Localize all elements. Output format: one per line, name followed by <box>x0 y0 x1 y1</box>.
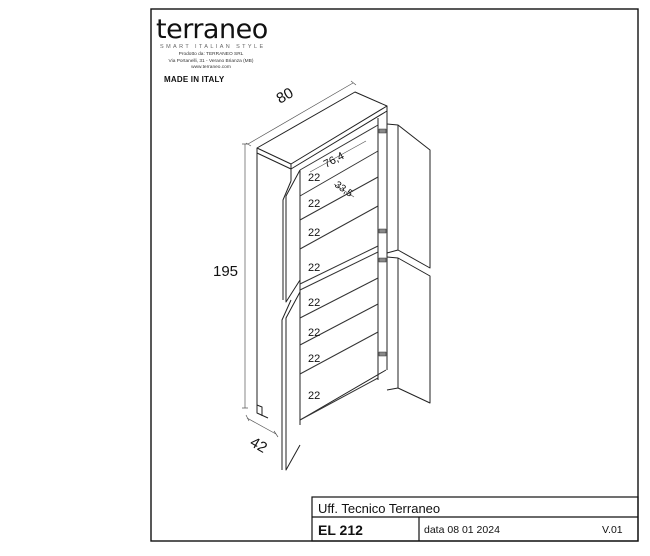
producer-address: Via Portanelli, 31 - Verano Brianza (MB) <box>168 58 254 64</box>
shelf-spacing-label: 22 <box>308 198 320 210</box>
height-label: 195 <box>213 263 238 280</box>
shelf <box>299 150 379 197</box>
shelf <box>299 124 379 171</box>
producer-line: Prodotto da: TERRANEO SRL <box>178 52 244 57</box>
brand-logo: terraneo <box>156 14 268 45</box>
cabinet-drawing <box>256 91 431 471</box>
internal-width-label: 76,4 <box>322 150 347 171</box>
brand-block: terraneo SMART ITALIAN STYLE Prodotto da… <box>156 16 268 84</box>
width-dim-line <box>247 82 354 145</box>
left-door-upper-outer <box>282 180 292 300</box>
office-label: Uff. Tecnico Terraneo <box>318 501 441 516</box>
made-in-label: MADE IN ITALY <box>164 74 225 84</box>
cabinet-top <box>256 91 388 165</box>
drawing-date: data 08 01 2024 <box>424 524 500 536</box>
bottom-edge <box>299 369 387 421</box>
depth-dim-ticks <box>245 414 279 438</box>
shelf-spacing-label: 22 <box>308 327 320 339</box>
drawing-version: V.01 <box>602 524 623 536</box>
hinge-icon <box>378 228 387 234</box>
dimension-lines <box>242 80 367 438</box>
width-dim-ticks <box>245 80 357 147</box>
left-door-lower-edge <box>285 291 301 471</box>
left-side-back-edge <box>256 148 269 419</box>
shelf-spacing-labels: 22 22 22 22 22 22 22 22 <box>308 172 320 402</box>
shelf <box>299 176 379 221</box>
shelf-spacing-label: 22 <box>308 172 320 184</box>
shelf-center-divider <box>299 251 379 291</box>
shelves <box>299 124 379 421</box>
height-dim-ticks <box>242 143 248 409</box>
depth-dim-line <box>246 417 277 435</box>
right-door-lower <box>386 256 431 404</box>
brand-tagline: SMART ITALIAN STYLE <box>160 44 266 50</box>
title-block-frame <box>311 496 639 542</box>
shelf-spacing-label: 22 <box>308 227 320 239</box>
hinges <box>378 128 387 357</box>
hinge-icon <box>378 257 387 263</box>
shelf <box>299 205 379 250</box>
internal-width-dim <box>309 140 367 173</box>
product-code: EL 212 <box>318 522 363 538</box>
shelf-spacing-label: 22 <box>308 262 320 274</box>
internal-depth-label: 33,5 <box>332 179 355 199</box>
shelf <box>299 303 379 346</box>
hinge-icon <box>378 128 387 134</box>
left-door-lower-outer <box>281 299 292 470</box>
producer-website: www.terraneo.com <box>191 65 231 70</box>
shelf <box>299 277 379 319</box>
producer-info: Prodotto da: TERRANEO SRL Via Portanelli… <box>156 52 266 72</box>
shelf-spacing-label: 22 <box>308 353 320 365</box>
shelf-spacing-label: 22 <box>308 297 320 309</box>
shelf <box>299 331 379 375</box>
depth-label: 42 <box>247 434 270 457</box>
width-label: 80 <box>274 84 297 107</box>
title-block: Uff. Tecnico Terraneo EL 212 data 08 01 … <box>312 497 638 541</box>
shelf <box>299 245 379 285</box>
title-block-border <box>311 496 639 542</box>
left-door-upper-edge <box>285 169 301 303</box>
shelf-spacing-label: 22 <box>308 390 320 402</box>
hinge-icon <box>378 351 387 357</box>
internal-depth-dim <box>333 183 355 198</box>
right-door-upper <box>386 123 431 269</box>
left-foot <box>256 404 263 416</box>
shelf-bottom <box>299 377 379 421</box>
